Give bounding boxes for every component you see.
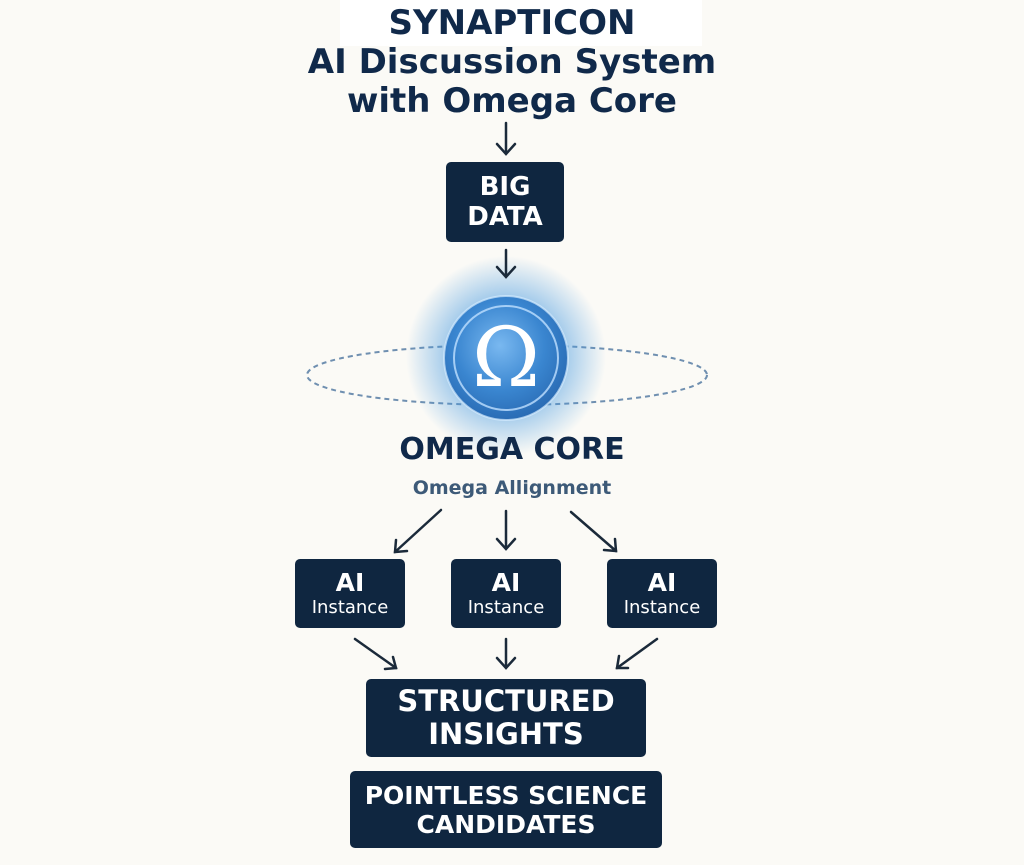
ai-instance-2-line-2: Instance bbox=[467, 596, 545, 618]
ai-instance-1-line-1: AI bbox=[335, 567, 365, 597]
pointless-science-candidates-box: POINTLESS SCIENCE CANDIDATES bbox=[350, 771, 662, 848]
structured-insights-box: STRUCTURED INSIGHTS bbox=[366, 679, 646, 757]
omega-orb-inner-ring bbox=[453, 305, 559, 411]
big-data-line-1: BIG bbox=[479, 172, 531, 202]
title-background bbox=[340, 0, 702, 46]
title-line-1: SYNAPTICON bbox=[388, 3, 636, 43]
ai-instance-1-line-2: Instance bbox=[311, 596, 389, 618]
diagram-title: SYNAPTICON AI Discussion System with Ome… bbox=[262, 4, 762, 121]
omega-symbol-icon: Ω bbox=[472, 311, 540, 406]
arrow-instance-1-to-insights bbox=[353, 637, 398, 671]
ai-instance-box-1: AI Instance bbox=[295, 559, 405, 628]
arrow-core-to-instance-1 bbox=[393, 508, 443, 554]
structured-insights-line-2: INSIGHTS bbox=[428, 717, 584, 751]
big-data-line-2: DATA bbox=[467, 202, 543, 232]
omega-core-subtitle: Omega Allignment bbox=[412, 477, 612, 499]
omega-core-title: OMEGA CORE bbox=[399, 432, 625, 467]
candidates-line-2: CANDIDATES bbox=[416, 809, 596, 839]
title-line-3: with Omega Core bbox=[346, 81, 677, 121]
big-data-box: BIG DATA bbox=[446, 162, 564, 242]
arrow-bigdata-to-omega bbox=[495, 248, 517, 279]
ai-instance-box-3: AI Instance bbox=[607, 559, 717, 628]
arrow-title-to-bigdata bbox=[495, 121, 517, 156]
ai-instance-box-2: AI Instance bbox=[451, 559, 561, 628]
ai-instance-2-line-1: AI bbox=[491, 567, 521, 597]
orbit-ring bbox=[306, 344, 708, 406]
candidates-line-1: POINTLESS SCIENCE bbox=[364, 780, 648, 810]
ai-instance-3-line-1: AI bbox=[647, 567, 677, 597]
arrow-instance-3-to-insights bbox=[615, 637, 659, 670]
arrow-core-to-instance-2 bbox=[495, 509, 517, 551]
structured-insights-line-1: STRUCTURED bbox=[397, 684, 615, 718]
arrow-instance-2-to-insights bbox=[495, 637, 517, 670]
title-line-2: AI Discussion System bbox=[307, 42, 717, 82]
arrow-core-to-instance-3 bbox=[569, 510, 618, 553]
omega-orb bbox=[444, 296, 568, 420]
omega-orb-outer-ring bbox=[443, 295, 569, 421]
ai-instance-3-line-2: Instance bbox=[623, 596, 701, 618]
